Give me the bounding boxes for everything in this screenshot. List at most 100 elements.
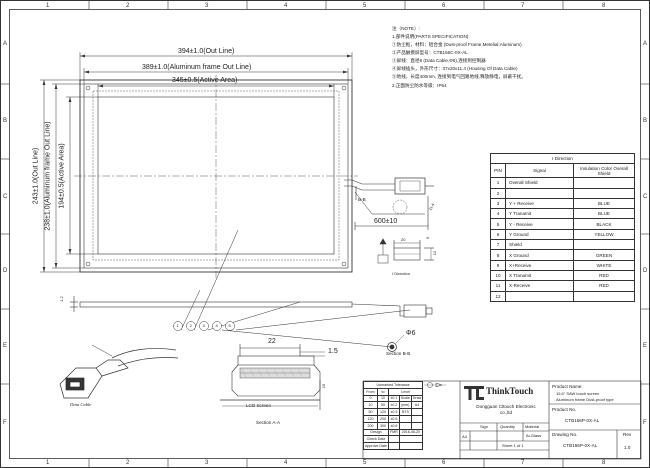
tol-cell: 50 [376, 401, 389, 410]
zone-label: 5 [363, 460, 367, 466]
signal-cell: Shield [505, 239, 574, 251]
tol-cell: FMR [387, 428, 400, 437]
color-cell: RED [573, 280, 635, 292]
color-cell: WHITE [573, 259, 635, 271]
color-cell: RED [573, 269, 635, 282]
pin-header: PIN [490, 163, 506, 179]
dim-cable-length: 600±10 [374, 218, 398, 225]
callout-5: 5 [228, 323, 231, 328]
quantity-label: Quantity [500, 424, 515, 429]
pin-cell: 5 [490, 218, 506, 230]
zone-label: D [3, 268, 8, 274]
tol-cell: ±0.3 [387, 408, 400, 416]
tol-cell: NTS [398, 408, 412, 416]
tol-cell: A4 [410, 401, 424, 410]
signal-cell [505, 187, 574, 199]
company-logo [464, 386, 484, 400]
signal-cell [505, 290, 574, 302]
pin-cell: 2 [490, 187, 506, 199]
product-name-2: Aluminum frame Dust-proof type [556, 397, 614, 402]
tol-cell: ±0.1 [387, 394, 400, 403]
pin-cell: 3 [490, 197, 506, 210]
zone-label: 8 [602, 3, 606, 9]
pin-cell: 7 [490, 239, 506, 251]
tol-cell: ±0.5 [387, 414, 400, 423]
i-direction-label: I Direction [392, 271, 411, 276]
color-cell: BLUE [573, 208, 635, 220]
tol-head: Level [387, 387, 424, 396]
signal-cell: Y Tranamit [505, 208, 574, 220]
size-value: A4 [462, 434, 467, 439]
dim-alu-height: 238±1.0(Aluminum frame Out Line) [44, 121, 52, 231]
section-aa-label: Section A-A [256, 420, 281, 425]
tol-cell: Scale [398, 394, 412, 403]
signal-cell: X+Receive [505, 259, 574, 271]
zone-label: 6 [442, 3, 446, 9]
color-cell [573, 177, 635, 189]
product-no: CTB156P-0X-AL [565, 418, 600, 423]
dim-out-line-width: 394±1.0(Out Line) [178, 48, 235, 55]
callout-3: 3 [202, 323, 205, 328]
color-header: Insulation Color Overall Shield [573, 163, 635, 179]
pin-cell: 12 [490, 290, 506, 302]
zone-label: 8 [602, 460, 606, 466]
dim-9: 9 [425, 236, 431, 240]
callout-4: 4 [215, 323, 218, 328]
zone-label: E [643, 343, 648, 349]
tol-cell: 120 [363, 414, 378, 423]
tol-head: From [363, 387, 378, 396]
dim-22: 22 [268, 338, 276, 345]
zone-label: 2 [126, 460, 130, 466]
zone-label: 5 [363, 3, 367, 9]
pin-cell: 8 [490, 249, 506, 261]
tol-label: Approve Date [363, 442, 389, 450]
tol-label: Check Date [363, 435, 389, 444]
product-name: 15.6" SAW touch screen [556, 391, 600, 396]
color-cell [573, 239, 635, 251]
notes-title: 注（NOTE）: [392, 26, 420, 31]
signal-header: Signal [505, 163, 574, 179]
zone-label: A [3, 41, 8, 47]
dim-1-5: 1.5 [328, 348, 338, 355]
note-line: ②产品触摸屏型号：CTB156C-0X-AL [392, 50, 468, 55]
dim-20: 20 [401, 237, 406, 242]
color-cell [573, 290, 635, 302]
tolerance-title: Unmarked Tolerance [362, 381, 424, 389]
zone-label: 1 [46, 3, 50, 9]
signal-cell: X-Receive [505, 280, 574, 292]
tol-cell: (mm) [398, 401, 412, 410]
sign-label: Sign [480, 424, 489, 429]
pin-table-title: I Direction [490, 152, 635, 165]
pin-cell: 10 [490, 269, 506, 282]
tol-cell: 200 [376, 414, 389, 423]
signal-cell: Y Ground [505, 228, 574, 241]
drawing-no-label: Drawing No. [552, 432, 578, 437]
zone-label: 6 [442, 460, 446, 466]
tol-label: Design [363, 428, 389, 437]
company-name: Dongguan Cltouch Electronic co.,ltd [476, 404, 536, 415]
sheet-value: Sheet 1 of 1 [502, 443, 524, 448]
color-cell: BLUE [573, 197, 635, 210]
tol-cell: 120 [376, 408, 389, 416]
tol-cell: ±0.2 [387, 401, 400, 410]
product-name-label: Product Name: [552, 384, 583, 389]
dim-alu-width: 389±1.0(Aluminum frame Out Line) [142, 64, 252, 71]
dim-active-height: 194±0.5(Active Area) [58, 143, 66, 209]
tol-cell: 300 [376, 421, 389, 430]
zone-label: 7 [521, 460, 525, 466]
tol-cell: 50 [363, 408, 378, 416]
dim-active-width: 345±0.5(Active Area) [172, 77, 238, 84]
signal-cell: X Tranamit [505, 269, 574, 282]
note-line: ①防尘框，材料：铝合金 (Dust-proof Frame,Metelial:A… [392, 42, 522, 47]
zone-label: 4 [284, 3, 288, 9]
tol-head: to [376, 387, 389, 396]
